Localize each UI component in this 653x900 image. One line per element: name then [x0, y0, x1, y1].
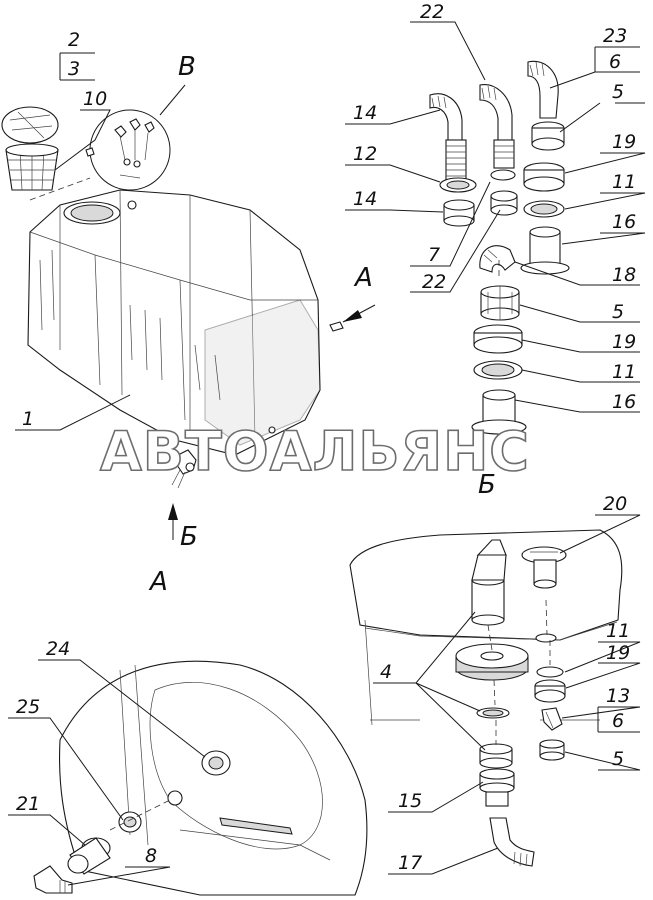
- view-arrow-a: [342, 304, 376, 323]
- filler-cap-and-strainer: [1, 106, 91, 201]
- detail-a-section: [349, 529, 623, 867]
- label-5-top: 5: [612, 81, 624, 103]
- label-21: 21: [16, 793, 40, 815]
- exploded-fittings-view-b: [429, 60, 570, 435]
- label-22-top: 22: [420, 1, 444, 23]
- label-7: 7: [428, 244, 440, 266]
- label-3: 3: [68, 58, 80, 80]
- watermark-text: АВТОАЛЬЯНС: [100, 420, 530, 483]
- label-view-a: А: [148, 567, 168, 597]
- label-5-mid: 5: [612, 301, 624, 323]
- view-arrow-b: [168, 503, 178, 540]
- label-16-top: 16: [612, 211, 636, 233]
- label-5-low: 5: [612, 748, 624, 770]
- label-view-b-sub: Б: [478, 470, 496, 500]
- label-19-top: 19: [612, 131, 636, 153]
- label-10: 10: [83, 88, 107, 110]
- label-24: 24: [46, 638, 70, 660]
- label-arrow-a: А: [353, 263, 373, 293]
- label-20: 20: [603, 493, 627, 515]
- label-19-mid: 19: [612, 331, 636, 353]
- label-arrow-b: Б: [180, 522, 198, 552]
- label-22-mid: 22: [422, 271, 446, 293]
- label-14-top: 14: [353, 102, 377, 124]
- label-11-mid: 11: [612, 361, 636, 383]
- label-11-low: 11: [606, 620, 630, 642]
- label-8: 8: [145, 845, 157, 867]
- label-15: 15: [398, 790, 422, 812]
- label-6-top: 6: [609, 51, 621, 73]
- label-11-top: 11: [612, 171, 636, 193]
- detail-b-callout: [85, 109, 171, 191]
- label-16-mid: 16: [612, 391, 636, 413]
- fuel-tank: [27, 189, 344, 489]
- label-23: 23: [603, 25, 627, 47]
- label-view-b: B: [178, 52, 196, 82]
- detail-drain-section: [33, 660, 368, 896]
- label-6-low: 6: [612, 710, 624, 732]
- callout-labels: 2 3 10 B 22 23 6 5 14 12 19 14 11 16 7 2…: [16, 1, 636, 874]
- label-1: 1: [22, 408, 34, 430]
- label-18: 18: [612, 264, 636, 286]
- label-13: 13: [606, 685, 630, 707]
- label-4: 4: [380, 661, 392, 683]
- leader-lines: [8, 21, 646, 886]
- label-2: 2: [68, 29, 80, 51]
- label-17: 17: [398, 852, 422, 874]
- label-25: 25: [16, 696, 40, 718]
- label-12: 12: [353, 143, 377, 165]
- label-14-mid: 14: [353, 188, 377, 210]
- label-19-low: 19: [606, 642, 630, 664]
